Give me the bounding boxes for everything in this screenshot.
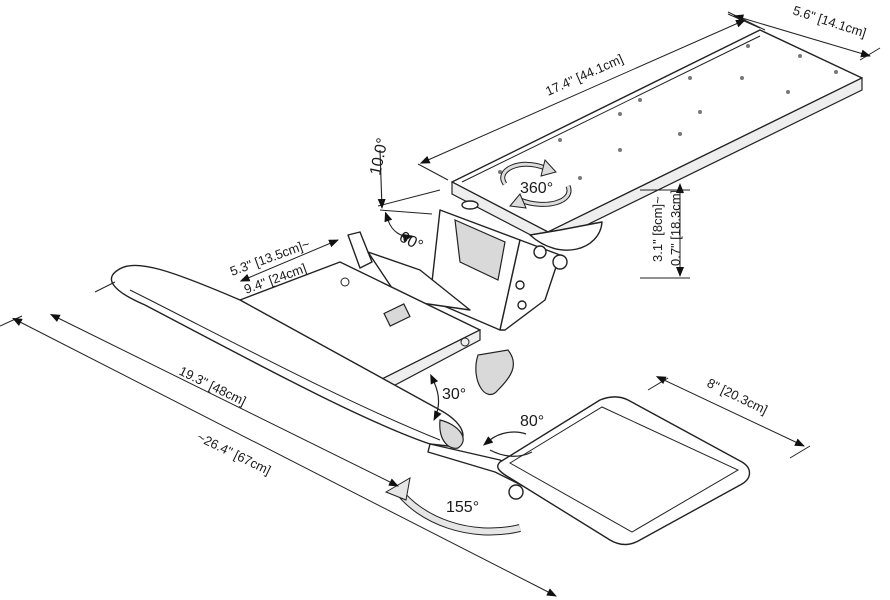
tilt-arrows [377, 149, 441, 242]
arm-rotation-label: 155° [446, 499, 479, 516]
dimension-lines [0, 11, 881, 597]
mouse-pad-width-label: 8" [20.3cm] [705, 375, 770, 417]
platform-length-label: 17.4" [44.1cm] [543, 51, 625, 99]
mouse-rotation-label: 80° [520, 413, 544, 430]
tilt-angle-label: 10.0° [367, 137, 391, 177]
height-adjust-bottom-label: 0.7" [18.3cm] [668, 190, 683, 266]
tilt-range-label: 60° [396, 229, 425, 255]
mouse-platform [427, 396, 751, 546]
keyboard-tilt-label: 30° [442, 386, 466, 403]
overall-width-label: ~26.4" [67cm] [195, 429, 274, 478]
swivel-angle-label: 360° [520, 180, 553, 197]
keyboard-width-label: 19.3" [48cm] [177, 363, 249, 408]
platform-width-label: 5.6" [14.1cm] [791, 3, 868, 41]
swivel-arrow [500, 158, 572, 209]
height-adjust-top-label: 3.1" [8cm]~ [650, 196, 665, 262]
